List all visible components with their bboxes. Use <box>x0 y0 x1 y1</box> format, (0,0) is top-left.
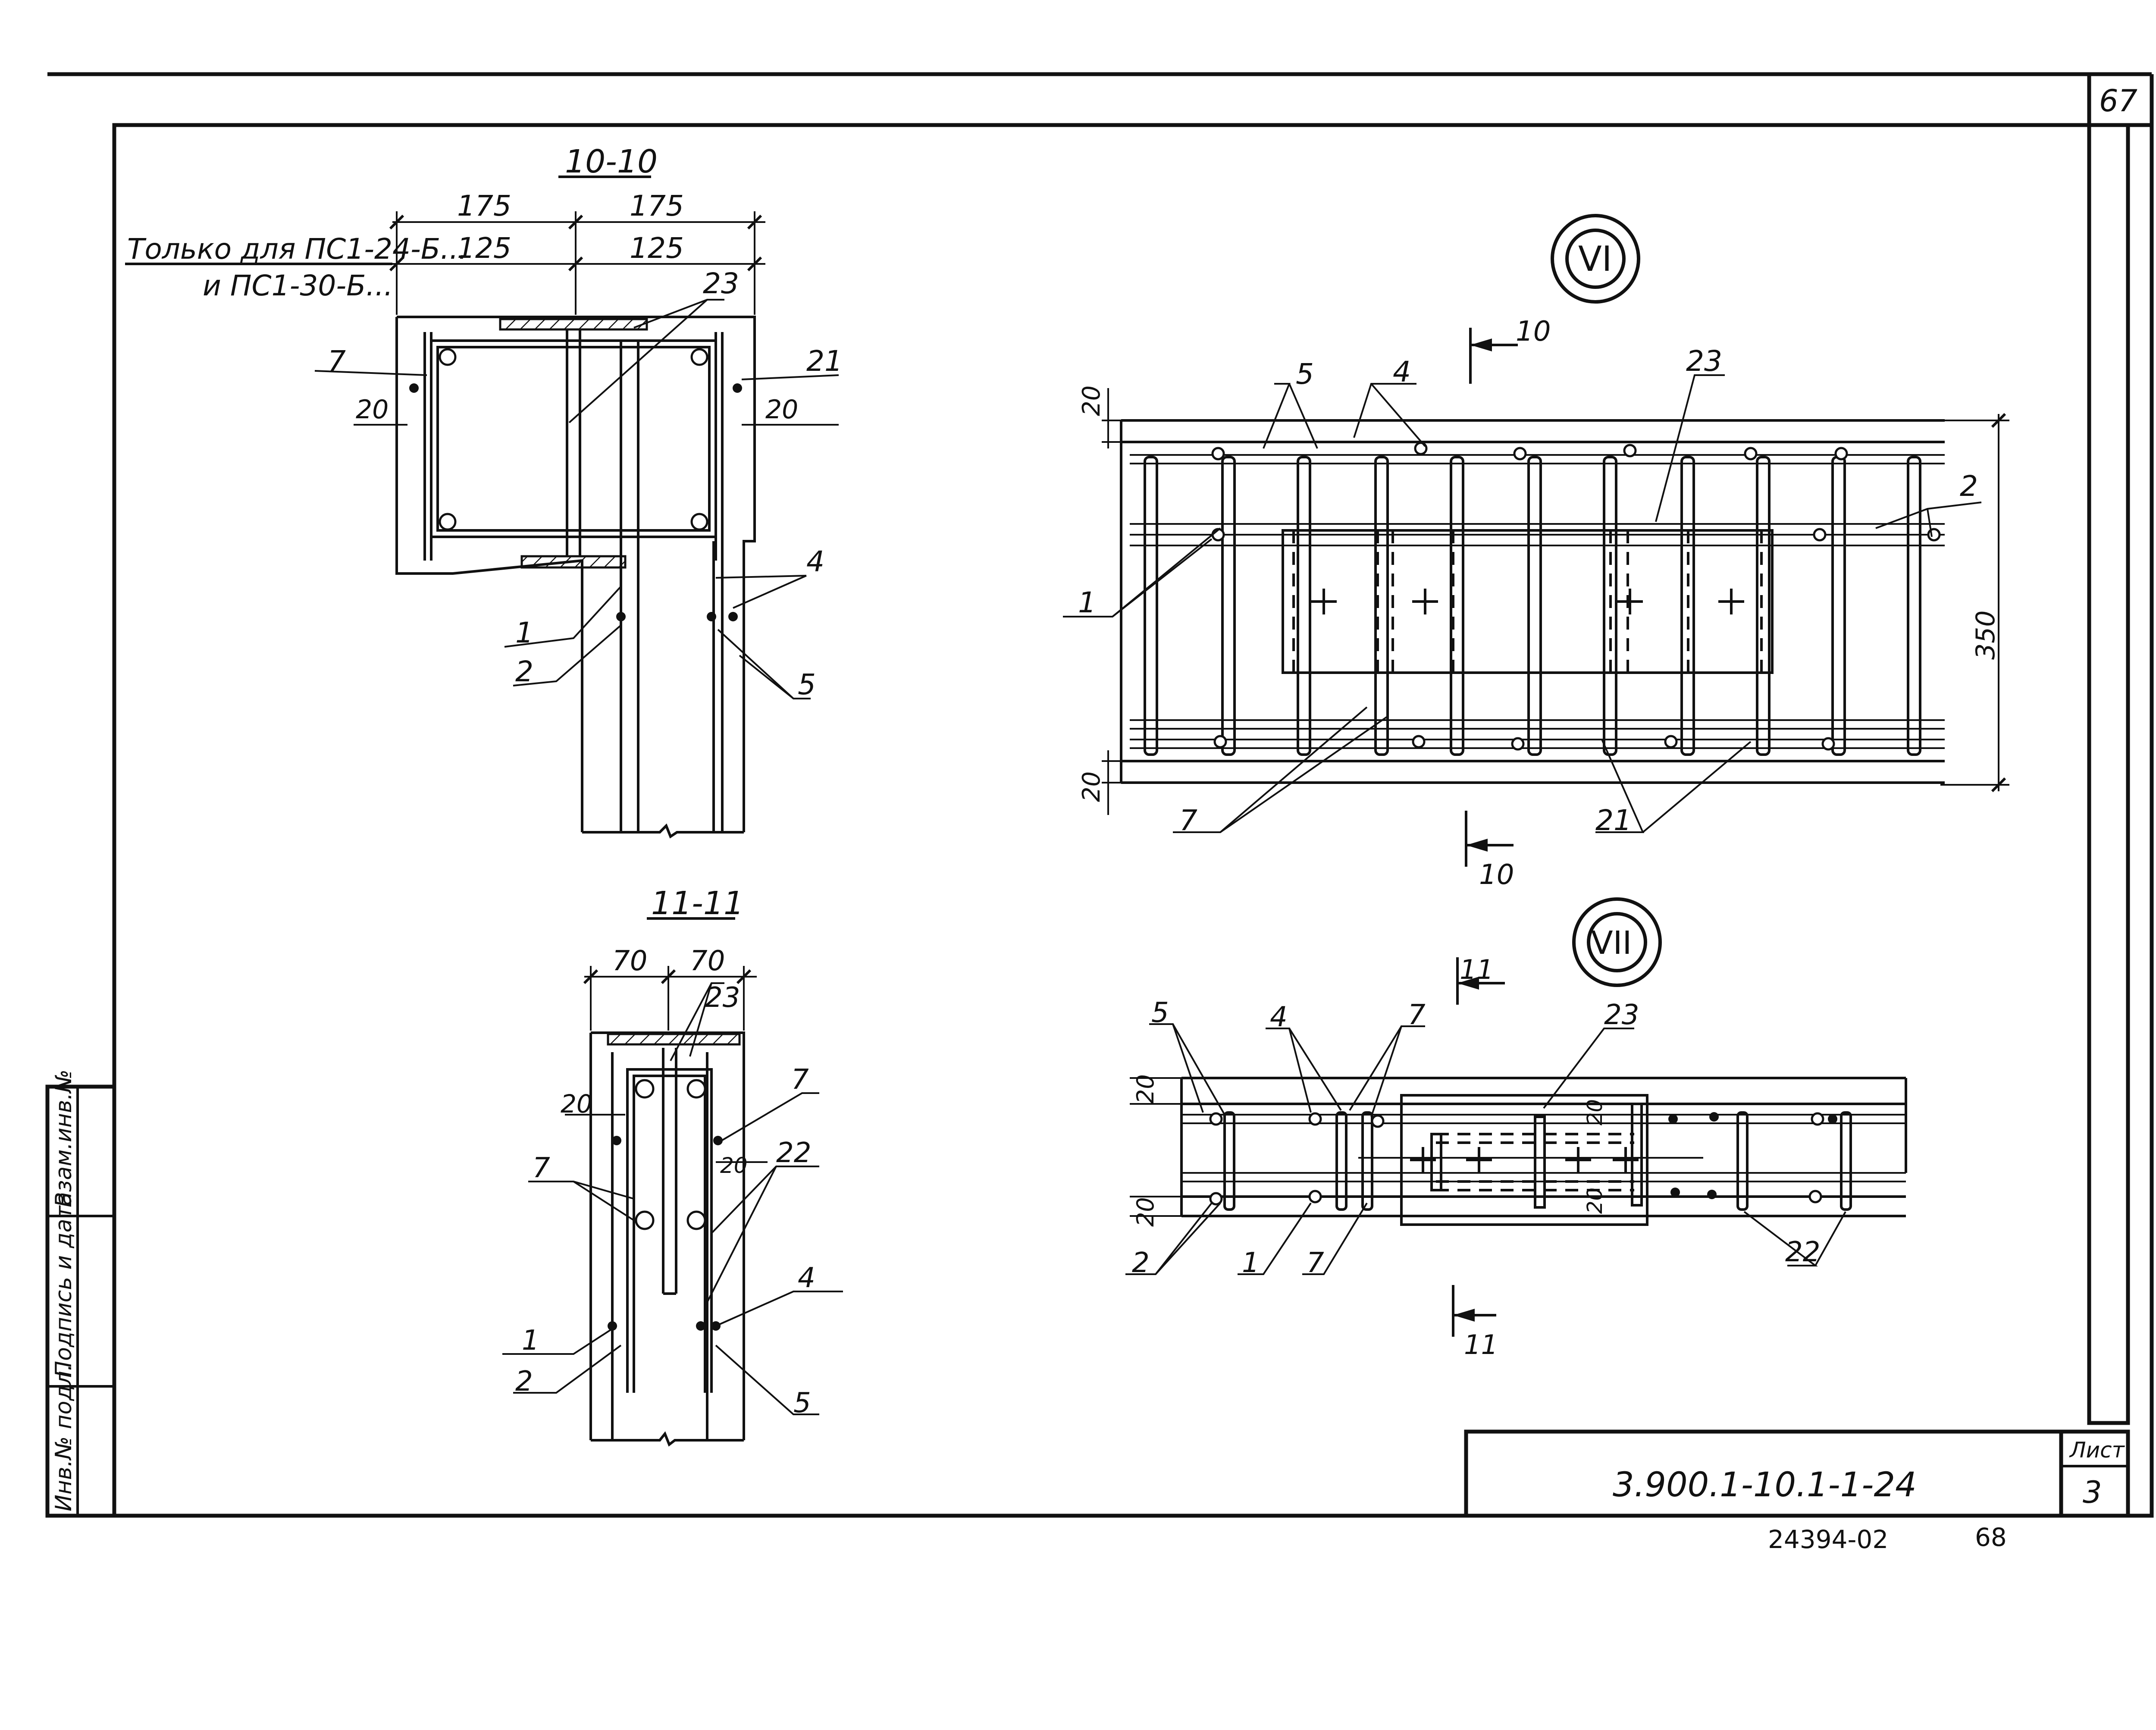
stamp-inv-podl: Инв.№ подл. <box>51 1364 77 1511</box>
node-6-cut-top: 10 <box>1516 316 1551 348</box>
node-7-dim-inner-top: 20 <box>1583 1099 1607 1125</box>
corner-number: 67 <box>2099 83 2137 119</box>
callout-11-2: 2 <box>515 1366 533 1398</box>
callout-10-5: 5 <box>798 668 816 701</box>
callout-10-23: 23 <box>703 267 739 300</box>
dim-10-top-right: 175 <box>630 189 684 223</box>
node-6-drawing <box>1063 328 2009 867</box>
section-10-drawing <box>125 176 839 839</box>
node-7-badge-label: VII <box>1591 925 1632 962</box>
dim-11-right-gap: 20 <box>720 1153 748 1178</box>
callout-10-4: 4 <box>806 545 824 578</box>
node-7-callout-7-top: 7 <box>1408 999 1426 1031</box>
node-7-callout-1: 1 <box>1242 1247 1260 1279</box>
dim-11-top-left: 70 <box>612 945 647 977</box>
node-7-badge <box>1572 897 1662 987</box>
node-6-callout-1: 1 <box>1078 586 1096 619</box>
section-10-title: 10-10 <box>565 143 658 180</box>
bottom-page: 68 <box>1975 1523 2007 1552</box>
node-6-badge <box>1551 214 1640 304</box>
dim-10-left-gap: 20 <box>356 395 389 425</box>
callout-10-21: 21 <box>806 345 843 378</box>
node-7-callout-2: 2 <box>1132 1247 1150 1279</box>
dim-10-mid-left: 125 <box>457 232 511 265</box>
sheet-label: Лист <box>2069 1438 2125 1463</box>
node-6-callout-5: 5 <box>1296 357 1314 391</box>
callout-11-1: 1 <box>522 1325 539 1357</box>
stamp-vzam-inv: Взам.инв.№ <box>51 1069 77 1207</box>
callout-10-7: 7 <box>328 345 346 378</box>
node-6-badge-label: VI <box>1578 239 1612 279</box>
node-7-callout-23: 23 <box>1604 999 1639 1031</box>
node-7-callout-4: 4 <box>1270 1001 1288 1033</box>
section-11-title: 11-11 <box>651 885 744 922</box>
node-6-callout-21: 21 <box>1595 804 1632 837</box>
section-11-drawing <box>502 917 843 1447</box>
callout-11-7-left: 7 <box>533 1152 550 1184</box>
node-7-dim-top: 20 <box>1132 1074 1159 1104</box>
dim-11-left-gap: 20 <box>561 1089 592 1119</box>
note-line-1: Только для ПС1-24-Б... <box>127 232 467 266</box>
node-6-dim-bottom: 20 <box>1078 771 1106 802</box>
node-7-callout-7-bottom: 7 <box>1307 1247 1324 1279</box>
node-6-cut-bottom: 10 <box>1479 859 1514 891</box>
designation: 3.900.1-10.1-1-24 <box>1613 1466 1917 1504</box>
node-7-drawing <box>1125 957 1907 1337</box>
node-6-callout-23: 23 <box>1686 345 1722 378</box>
node-7-callout-5: 5 <box>1151 997 1169 1029</box>
sheet-number: 3 <box>2083 1475 2102 1510</box>
callout-11-7-right: 7 <box>791 1064 809 1096</box>
callout-10-2: 2 <box>515 655 533 688</box>
dim-10-mid-right: 125 <box>630 232 684 265</box>
callout-11-5: 5 <box>793 1387 811 1419</box>
node-6-dim-top: 20 <box>1078 385 1106 416</box>
node-7-dim-bottom: 20 <box>1132 1197 1159 1227</box>
node-6-callout-7: 7 <box>1179 804 1197 837</box>
sheet-frame <box>47 72 2154 1518</box>
bottom-code: 24394-02 <box>1768 1525 1888 1554</box>
node-7-dim-inner-bottom: 20 <box>1583 1188 1607 1214</box>
node-7-callout-22: 22 <box>1785 1236 1820 1268</box>
node-6-dim-height: 350 <box>1971 610 2001 660</box>
callout-11-4: 4 <box>798 1262 815 1294</box>
node-7-cut-top: 11 <box>1460 954 1494 985</box>
note-line-2: и ПС1-30-Б... <box>203 269 393 302</box>
dim-11-top-right: 70 <box>690 945 725 977</box>
node-7-cut-bottom: 11 <box>1464 1329 1498 1360</box>
title-block <box>1464 1429 2130 1518</box>
callout-11-23: 23 <box>705 982 740 1014</box>
node-6-callout-4: 4 <box>1393 355 1411 389</box>
side-stamp: Инв.№ подл. Подпись и дата Взам.инв.№ <box>45 1069 116 1518</box>
dim-10-right-gap: 20 <box>765 395 798 425</box>
dim-10-top-left: 175 <box>457 189 511 223</box>
stamp-signature-date: Подпись и дата <box>51 1192 77 1378</box>
callout-10-1: 1 <box>515 616 533 649</box>
node-6-callout-2: 2 <box>1960 470 1978 503</box>
callout-11-22: 22 <box>776 1137 811 1169</box>
